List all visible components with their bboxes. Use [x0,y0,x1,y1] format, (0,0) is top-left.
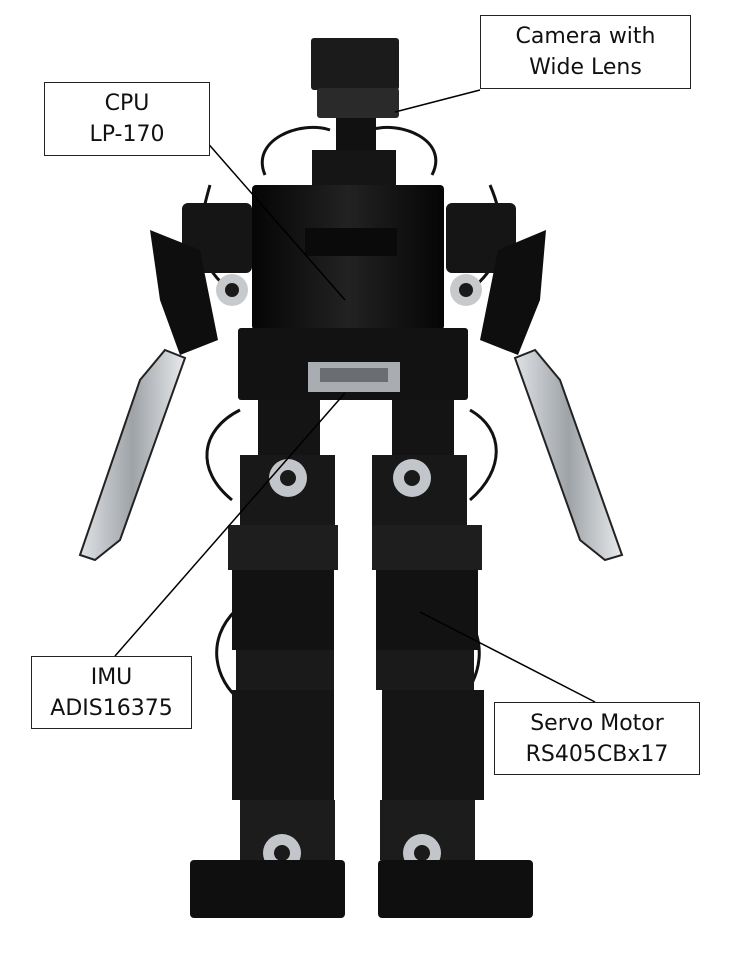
cpu-leader-line [204,139,346,301]
torso [238,185,468,400]
camera-callout: Camera with Wide Lens [480,15,691,89]
cpu-label-line2: LP-170 [89,122,165,147]
camera-leader-line [394,89,481,113]
left-arm [78,203,252,562]
imu-callout: IMU ADIS16375 [31,656,192,729]
cpu-callout: CPU LP-170 [44,82,210,156]
servo-leader-line [419,611,596,703]
servo-label-line1: Servo Motor [530,711,664,736]
camera-label-line1: Camera with [515,24,656,49]
servo-label-line2: RS405CBx17 [525,742,669,767]
imu-label-line1: IMU [90,665,133,690]
right-leg [372,400,533,918]
right-arm [446,203,624,562]
left-leg [190,400,345,918]
imu-leader-line [114,392,346,657]
camera-label-line2: Wide Lens [529,55,642,80]
cpu-label-line1: CPU [104,91,150,116]
servo-callout: Servo Motor RS405CBx17 [494,702,700,775]
camera-head [311,38,399,190]
imu-label-line2: ADIS16375 [50,696,173,721]
